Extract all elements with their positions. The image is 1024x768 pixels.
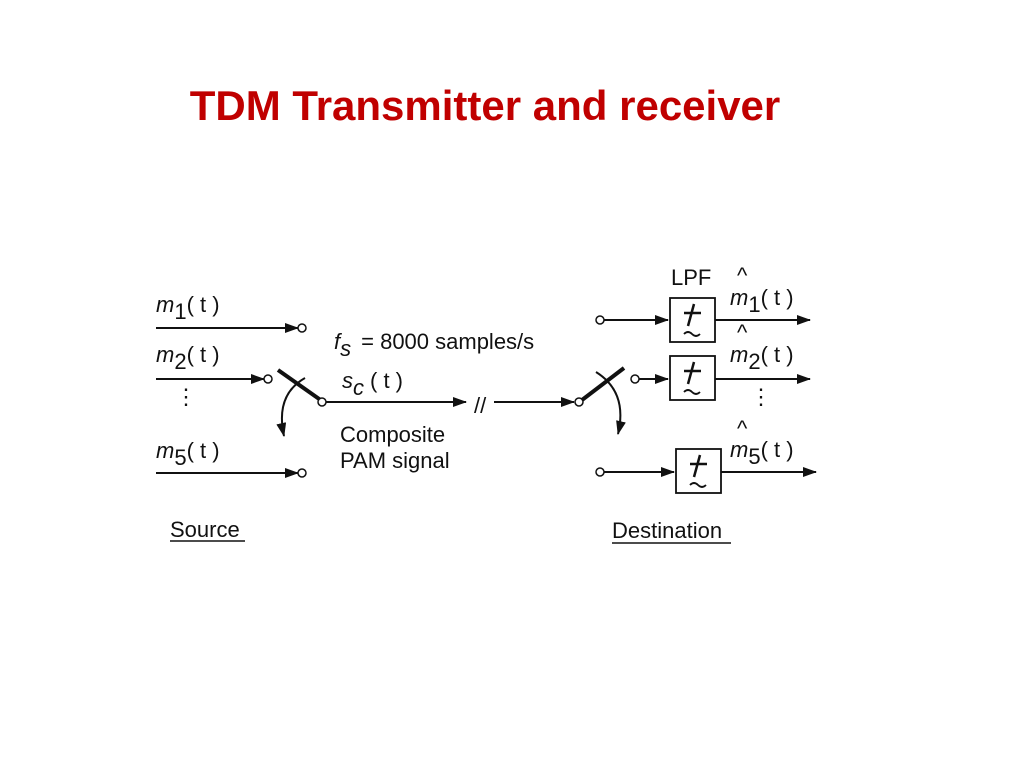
input-5-index: 5 bbox=[174, 445, 186, 470]
composite-caption-1: Composite bbox=[340, 422, 445, 447]
input-2-arg: ( t ) bbox=[187, 342, 220, 367]
input-2-index: 2 bbox=[174, 349, 186, 374]
signal-symbol: s bbox=[342, 368, 353, 393]
decommutator-arm bbox=[580, 366, 626, 402]
channel-break-mark: // bbox=[474, 393, 487, 418]
source-input-5: m5( t ) bbox=[156, 438, 307, 478]
lowpass-filter-icon bbox=[683, 361, 701, 395]
output-2-index: 2 bbox=[748, 349, 760, 374]
output-1-hat: ^ bbox=[737, 263, 748, 288]
receiver-pivot bbox=[574, 397, 584, 407]
output-1-arg: ( t ) bbox=[761, 285, 794, 310]
output-5-index: 5 bbox=[748, 444, 760, 469]
input-5-arg: ( t ) bbox=[187, 438, 220, 463]
commutator-rotation-arrow bbox=[276, 377, 306, 437]
signal-arg: ( t ) bbox=[370, 368, 403, 393]
source-input-1: m1( t ) bbox=[156, 292, 307, 333]
output-5-symbol: m bbox=[730, 437, 748, 462]
input-1-symbol: m bbox=[156, 292, 174, 317]
source-input-2: m2( t ) bbox=[156, 342, 273, 384]
commutator-arm bbox=[276, 368, 324, 403]
svg-text:m2( t ): m2( t ) bbox=[730, 342, 794, 374]
sampling-value: = 8000 samples/s bbox=[361, 329, 534, 354]
svg-text:m5( t ): m5( t ) bbox=[156, 438, 220, 470]
input-5-contact bbox=[297, 468, 307, 478]
svg-text:m1( t ): m1( t ) bbox=[156, 292, 220, 324]
output-5-hat: ^ bbox=[737, 416, 748, 441]
input-2-contact bbox=[263, 374, 273, 384]
sampling-rate: fs = 8000 samples/s bbox=[334, 329, 534, 361]
destination-channel-2: m2( t ) ^ bbox=[630, 320, 811, 401]
destination-label: Destination bbox=[612, 518, 722, 543]
input-5-symbol: m bbox=[156, 438, 174, 463]
destination-channel-5: m5( t ) ^ bbox=[595, 416, 817, 494]
svg-text:m2( t ): m2( t ) bbox=[156, 342, 220, 374]
transmitter-commutator bbox=[276, 368, 327, 437]
svg-text:m1( t ): m1( t ) bbox=[730, 285, 794, 317]
output-2-arg: ( t ) bbox=[761, 342, 794, 367]
composite-caption-2: PAM signal bbox=[340, 448, 450, 473]
destination-ellipsis: ⋮ bbox=[750, 384, 772, 409]
receiver-decommutator bbox=[580, 366, 626, 435]
output-2-hat: ^ bbox=[737, 320, 748, 345]
input-1-index: 1 bbox=[174, 299, 186, 324]
signal-sub: c bbox=[353, 375, 364, 400]
sampling-symbol: f bbox=[334, 329, 343, 354]
source-label: Source bbox=[170, 517, 240, 542]
source-ellipsis: ⋮ bbox=[175, 384, 197, 409]
input-1-arg: ( t ) bbox=[187, 292, 220, 317]
composite-signal-label: sc( t ) bbox=[342, 368, 403, 400]
decommutator-rotation-arrow bbox=[595, 371, 626, 435]
destination-channel-1: m1( t ) ^ bbox=[595, 263, 811, 343]
output-5-contact bbox=[595, 467, 605, 477]
lowpass-filter-icon bbox=[683, 303, 701, 337]
output-2-symbol: m bbox=[730, 342, 748, 367]
lpf-label: LPF bbox=[671, 265, 711, 290]
input-1-contact bbox=[297, 323, 307, 333]
output-1-contact bbox=[595, 315, 605, 325]
lowpass-filter-icon bbox=[689, 454, 707, 488]
output-5-arg: ( t ) bbox=[761, 437, 794, 462]
output-1-symbol: m bbox=[730, 285, 748, 310]
slide-title: TDM Transmitter and receiver bbox=[189, 82, 781, 129]
input-2-symbol: m bbox=[156, 342, 174, 367]
commutator-pivot bbox=[317, 397, 327, 407]
svg-text:m5( t ): m5( t ) bbox=[730, 437, 794, 469]
output-1-index: 1 bbox=[748, 292, 760, 317]
sampling-sub: s bbox=[340, 336, 351, 361]
output-2-contact bbox=[630, 374, 640, 384]
